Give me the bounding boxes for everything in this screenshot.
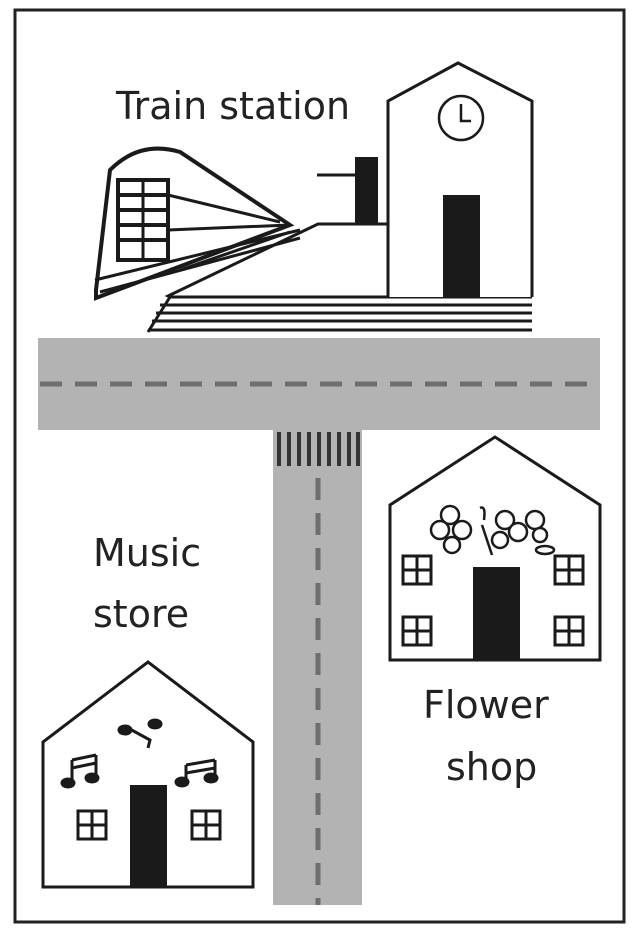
train-station	[94, 61, 534, 333]
music-store-door	[130, 785, 167, 887]
music-store	[41, 660, 255, 889]
flower-shop-label-line2: shop	[446, 745, 537, 789]
music-notes-icon	[60, 718, 219, 789]
flowers-icon	[429, 504, 556, 556]
crosswalk	[277, 432, 360, 466]
station-building	[386, 61, 534, 297]
windows	[76, 809, 222, 841]
train-station-label: Train station	[115, 84, 350, 128]
flower-shop	[388, 435, 602, 662]
windows	[401, 554, 585, 647]
vertical-road	[273, 430, 362, 905]
music-store-label-line1: Music	[93, 531, 201, 575]
flower-shop-label-line1: Flower	[423, 683, 549, 727]
clock-icon	[437, 94, 485, 142]
flower-shop-door	[473, 567, 520, 660]
signal-tower	[355, 157, 378, 224]
station-door	[443, 195, 480, 297]
horizontal-road	[38, 338, 600, 430]
train-icon	[94, 146, 301, 301]
platform-stripes	[146, 295, 532, 333]
music-store-label-line2: store	[93, 592, 189, 636]
